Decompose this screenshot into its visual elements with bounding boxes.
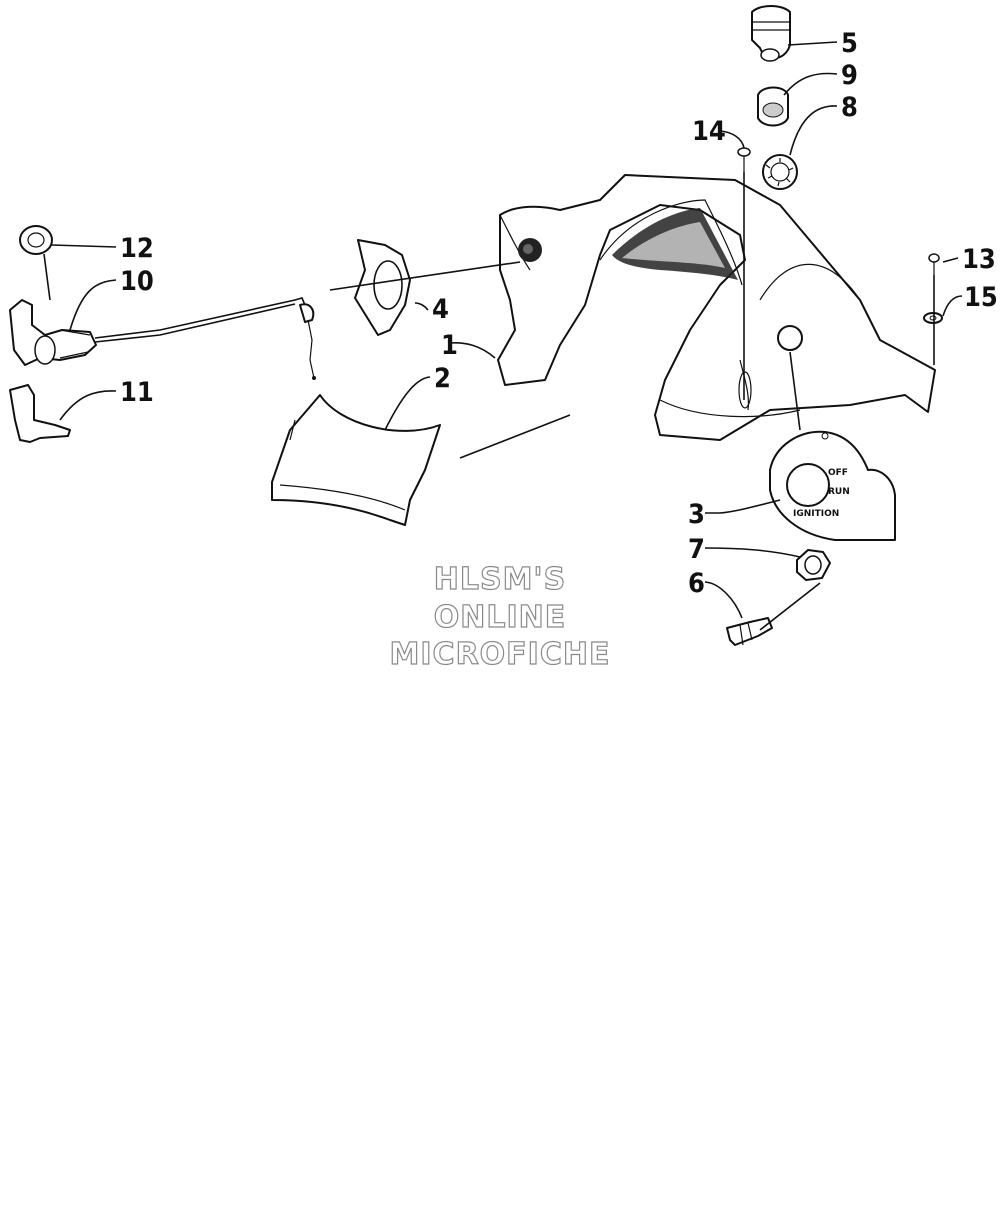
callout-5: 5 [841,28,858,59]
screw-14 [737,147,751,172]
watermark-line-3: MICROFICHE [389,636,611,672]
washer-15 [923,312,943,324]
callout-1: 1 [441,330,458,361]
callout-3: 3 [688,499,705,530]
knob-cap [751,5,791,62]
callout-14: 14 [692,116,726,147]
console-housing [497,174,936,441]
callout-7: 7 [688,534,705,565]
callout-11: 11 [120,377,154,408]
callout-9: 9 [841,60,858,91]
callout-10: 10 [120,266,154,297]
watermark-line-1: HLSM'S [433,561,567,597]
leader-lines [43,41,963,631]
callout-6: 6 [688,568,705,599]
ignition-plate: OFF RUN IGNITION [769,430,896,541]
ignition-label: IGNITION [793,509,839,519]
run-label: RUN [828,487,850,497]
callout-13: 13 [962,244,996,275]
callout-8: 8 [841,92,858,123]
ignition-nut [796,549,831,581]
callout-4: 4 [432,294,449,325]
callout-numbers: 1 2 3 4 5 6 7 8 9 10 11 12 13 14 15 [120,28,998,599]
bushing [757,86,789,127]
screw-13 [928,253,940,275]
front-panel [271,394,441,526]
off-label: OFF [828,468,848,478]
watermark-line-2: ONLINE [433,599,567,635]
bezel-plate [354,239,411,336]
ignition-key [726,617,773,646]
callout-15: 15 [964,282,998,313]
throttle-assembly [9,225,97,366]
lock-washer [762,154,798,190]
switch-housing [9,384,71,443]
throttle-cable [94,297,316,380]
callout-12: 12 [120,233,154,264]
callout-2: 2 [434,363,451,394]
